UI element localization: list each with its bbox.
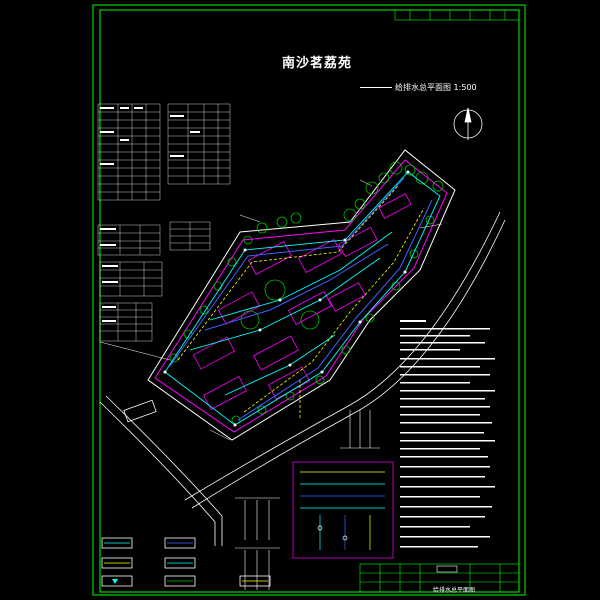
- title-block-drawing-name: 给排水总平面图: [433, 587, 476, 594]
- pipe-rainwater: [177, 185, 425, 420]
- subtitle-underline: [360, 87, 392, 88]
- vegetation: [169, 161, 444, 425]
- table-indicators-3: [97, 224, 161, 256]
- table-indicators-5: [99, 261, 163, 297]
- site-gate: [123, 399, 157, 423]
- site-boundary: [147, 149, 456, 441]
- drawing-subtitle: 给排水总平面图 1:500: [395, 83, 477, 92]
- manholes: [163, 170, 410, 427]
- table-indicators-4: [169, 221, 211, 251]
- drawing-title: 南沙茗荔苑: [282, 56, 353, 71]
- leader-lines: [99, 179, 443, 441]
- pipe-drainage: [169, 177, 433, 421]
- system-schematic: [292, 461, 394, 559]
- road: [99, 211, 506, 546]
- detail-diagram-2: [235, 497, 280, 590]
- design-notes: [400, 320, 495, 548]
- table-text-marks: [100, 107, 200, 322]
- title-block: [359, 563, 520, 593]
- revision-block: [394, 9, 520, 21]
- legend: [101, 537, 271, 587]
- north-arrow-icon: [453, 107, 483, 140]
- outer-frame: [92, 4, 526, 596]
- table-indicators-1: [97, 103, 161, 201]
- buildings: [192, 193, 412, 410]
- inner-frame: [99, 9, 520, 593]
- detail-diagram-1: [340, 410, 380, 449]
- table-indicators-6: [99, 302, 153, 342]
- table-indicators-2: [167, 103, 231, 185]
- pipe-water-supply: [164, 171, 441, 426]
